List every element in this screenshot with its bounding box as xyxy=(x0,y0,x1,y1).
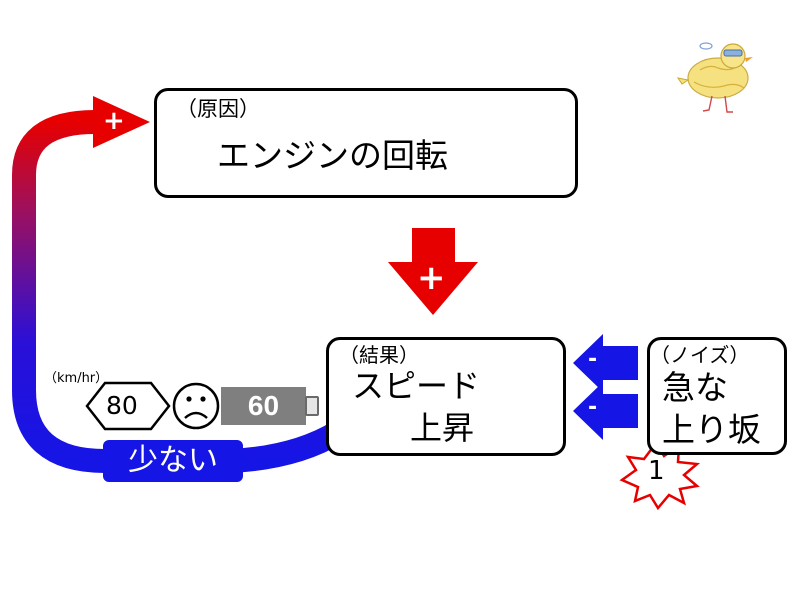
cause-label: （原因） xyxy=(176,97,260,121)
lower-minus-sign: - xyxy=(588,395,598,420)
main-plus-sign: + xyxy=(417,258,446,298)
effect-text-line1: スピード xyxy=(352,367,481,405)
noise-badge-number: 1 xyxy=(648,456,665,486)
effect-text-line2: 上昇 xyxy=(410,409,475,447)
speed-limit-value: 80 xyxy=(106,391,138,420)
noise-text-line1: 急な xyxy=(662,368,728,407)
current-speed-gauge: 60 xyxy=(221,387,306,425)
sad-face-icon xyxy=(172,382,220,430)
feedback-loop-arrow xyxy=(12,110,345,473)
upper-minus-sign: - xyxy=(588,347,598,372)
feedback-label: 少ない xyxy=(128,443,218,478)
cause-box xyxy=(154,88,578,198)
speed-limit-sign-icon xyxy=(85,381,171,431)
noise-arrow-upper xyxy=(573,334,638,392)
effect-box xyxy=(326,337,566,456)
noise-box xyxy=(647,337,787,455)
speed-unit-label: （km/hr） xyxy=(44,371,109,386)
gauge-tip xyxy=(305,396,319,416)
noise-label: （ノイズ） xyxy=(650,343,750,367)
loop-plus-sign: + xyxy=(103,106,125,136)
feedback-label-pill: 少ない xyxy=(103,440,243,482)
noise-arrow-lower xyxy=(573,382,638,440)
starburst-icon xyxy=(619,440,701,511)
current-speed-value: 60 xyxy=(247,390,280,421)
cause-text: エンジンの回転 xyxy=(217,136,448,175)
noise-text-line2: 上り坂 xyxy=(662,410,761,449)
effect-label: （結果） xyxy=(339,343,419,367)
duck-sketch-icon xyxy=(676,42,753,113)
feedback-loop-arrowhead xyxy=(93,96,150,148)
main-down-arrow xyxy=(388,228,478,315)
